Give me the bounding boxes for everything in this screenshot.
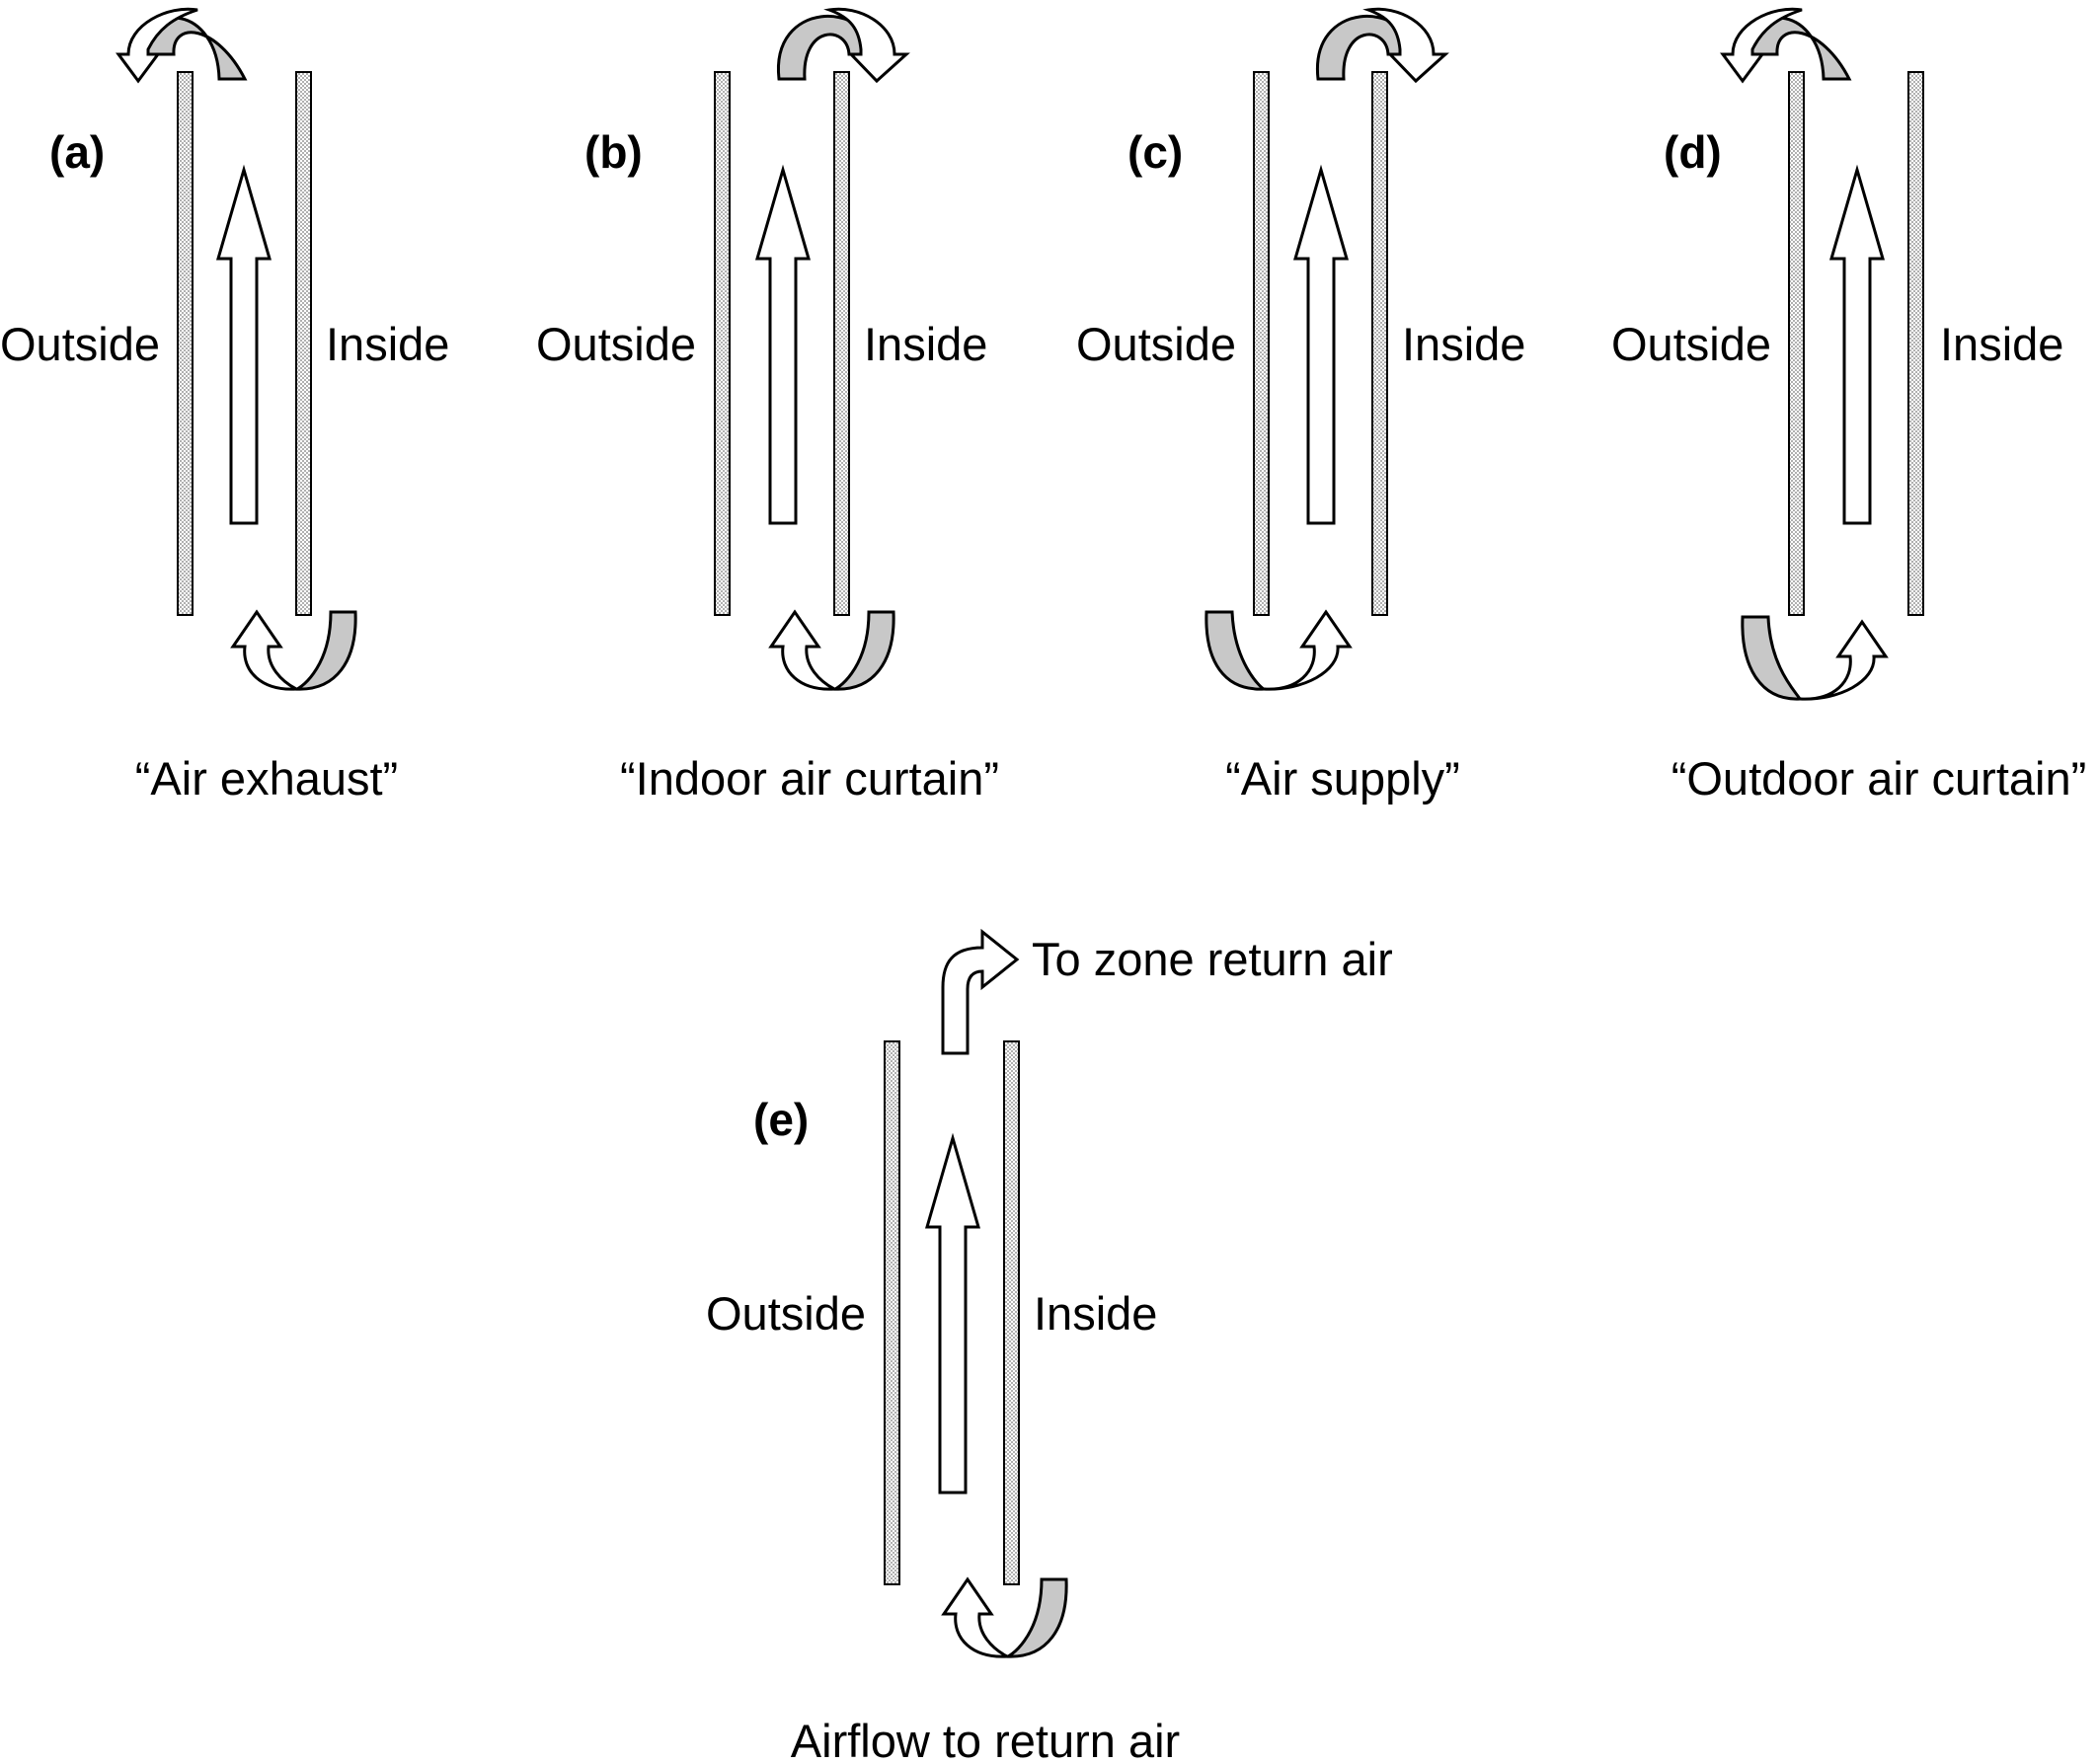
top-curved-arrow xyxy=(1720,7,1852,84)
top-curved-arrow xyxy=(777,7,910,84)
panel-tag: (a) xyxy=(49,126,105,178)
outer-wall xyxy=(1253,71,1270,616)
panel-tag: (b) xyxy=(584,126,643,178)
upward-airflow-arrow xyxy=(216,164,272,525)
outside-label: Outside xyxy=(536,318,696,370)
bottom-curved-arrow xyxy=(941,1576,1068,1658)
top-curved-arrow xyxy=(1316,7,1449,84)
inside-label: Inside xyxy=(1940,318,2063,370)
return-air-bent-arrow xyxy=(941,928,1020,1055)
bottom-curved-arrow xyxy=(768,609,895,691)
outside-label: Outside xyxy=(706,1287,866,1340)
inner-wall xyxy=(295,71,312,616)
outer-wall xyxy=(177,71,194,616)
upward-airflow-arrow xyxy=(1293,164,1349,525)
inside-label: Inside xyxy=(1034,1287,1157,1340)
panel-d: (d) Outside Inside “Outdoor air curtain” xyxy=(1611,7,2087,805)
upward-airflow-arrow xyxy=(925,1132,980,1495)
panel-c: (c) Outside Inside “Air supply” xyxy=(1076,7,1525,805)
bottom-curved-arrow xyxy=(1741,615,1889,701)
inner-wall xyxy=(1003,1040,1020,1585)
panel-a: (a) Outside Inside “Air exhaust” xyxy=(0,7,449,805)
bottom-curved-arrow xyxy=(230,609,357,691)
inside-label: Inside xyxy=(1402,318,1525,370)
top-curved-arrow xyxy=(116,7,248,84)
outside-label: Outside xyxy=(1611,318,1771,370)
inner-wall xyxy=(1371,71,1388,616)
inside-label: Inside xyxy=(864,318,987,370)
panel-caption: “Outdoor air curtain” xyxy=(1671,752,2087,805)
panel-caption: Airflow to return air xyxy=(791,1715,1180,1764)
outer-wall xyxy=(1788,71,1805,616)
inner-wall xyxy=(833,71,850,616)
panel-tag: (c) xyxy=(1127,126,1183,178)
panel-caption: “Indoor air curtain” xyxy=(620,752,999,805)
panel-caption: “Air exhaust” xyxy=(135,752,398,805)
outside-label: Outside xyxy=(0,318,160,370)
inside-label: Inside xyxy=(326,318,449,370)
panel-caption: “Air supply” xyxy=(1225,752,1460,805)
top-label: To zone return air xyxy=(1032,933,1393,985)
panel-b: (b) Outside Inside “Indoor air curtain” xyxy=(536,7,999,805)
bottom-curved-arrow xyxy=(1204,609,1353,691)
panel-tag: (e) xyxy=(753,1094,809,1145)
outside-label: Outside xyxy=(1076,318,1236,370)
upward-airflow-arrow xyxy=(1829,164,1885,525)
outer-wall xyxy=(714,71,731,616)
outer-wall xyxy=(884,1040,900,1585)
upward-airflow-arrow xyxy=(755,164,811,525)
inner-wall xyxy=(1907,71,1924,616)
panel-tag: (d) xyxy=(1664,126,1722,178)
panel-e: (e) Outside Inside To zone return air Ai… xyxy=(706,928,1393,1764)
